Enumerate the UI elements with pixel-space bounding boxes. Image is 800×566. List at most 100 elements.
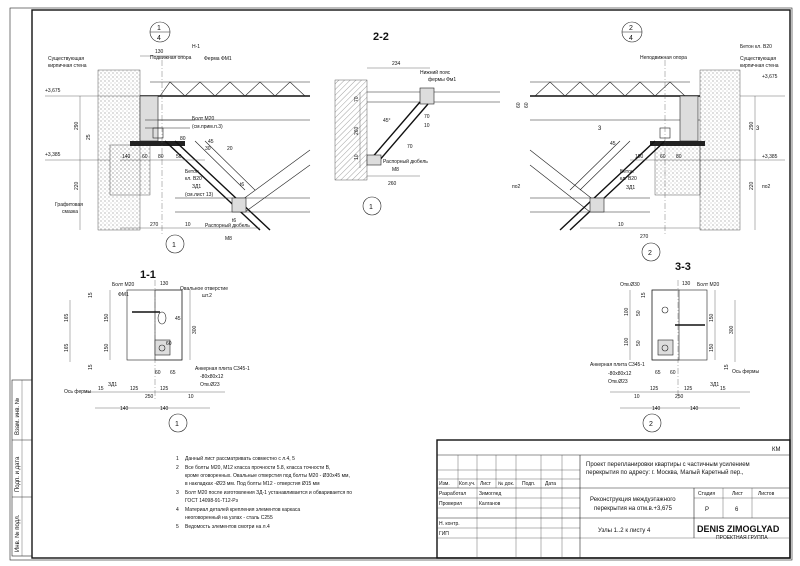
node1-label-zd-note: (см.лист 13)	[185, 192, 213, 198]
note-5-num: 5	[176, 524, 179, 530]
svg-text:125: 125	[684, 386, 693, 392]
tb-col-sheet: Лист	[732, 491, 744, 497]
node1-tag-bubble	[165, 234, 185, 254]
node2-elev-bottom: +3,385	[762, 154, 778, 160]
svg-text:260: 260	[354, 126, 360, 135]
svg-text:65: 65	[655, 370, 661, 376]
project-title-2: перекрытия по адресу: г. Москва, Малый К…	[586, 469, 744, 476]
node1-label-truss: Ферма ФМ1	[204, 56, 232, 62]
section22-label-dowel: Распорный дюбель	[383, 158, 428, 165]
svg-text:25: 25	[86, 134, 92, 140]
node1-label-dowel: Распорный дюбель	[205, 222, 250, 229]
svg-text:15: 15	[88, 292, 94, 298]
svg-text:10: 10	[618, 222, 624, 228]
svg-text:150: 150	[635, 154, 644, 160]
tb-role-5: ГИП	[439, 531, 449, 537]
node1-label-support: Подвижная опора	[150, 55, 192, 61]
tb-head-doc: № док.	[498, 481, 514, 487]
svg-text:10: 10	[185, 222, 191, 228]
svg-text:60: 60	[142, 154, 148, 160]
svg-text:80: 80	[158, 154, 164, 160]
view11-label-wt: шт.2	[202, 293, 212, 299]
view33-label-axis: Ось фермы	[732, 369, 759, 375]
svg-text:300: 300	[729, 325, 735, 334]
note-2-text: Все болты М20, М12 класса прочности 5.8,…	[185, 465, 330, 471]
view11-plate	[126, 289, 183, 361]
node2-elev-top: +3,675	[762, 74, 778, 80]
note-3b-text: ГОСТ 14098-91-Т12-Рз	[185, 498, 239, 504]
svg-text:45: 45	[175, 316, 181, 322]
svg-text:t6: t6	[240, 182, 244, 188]
svg-text:270: 270	[150, 222, 159, 228]
svg-text:80: 80	[180, 136, 186, 142]
note-3-num: 3	[176, 490, 179, 496]
node1-tag: 1	[172, 242, 176, 249]
svg-text:220: 220	[749, 181, 755, 190]
svg-text:20: 20	[227, 146, 233, 152]
node1-label-concrete: Бетон	[185, 169, 199, 175]
svg-text:15: 15	[641, 292, 647, 298]
svg-text:150: 150	[104, 343, 110, 352]
view11-tag-bubble	[168, 413, 188, 433]
svg-text:165: 165	[64, 313, 70, 322]
svg-text:270: 270	[640, 234, 649, 240]
svg-text:130: 130	[160, 281, 169, 287]
tb-head-kol: Кол.уч.	[459, 481, 475, 487]
svg-text:60: 60	[524, 102, 530, 108]
svg-text:15: 15	[724, 364, 730, 370]
svg-text:70: 70	[407, 144, 413, 150]
view33-dims: 130 15 100 50 150 100 50 150 300 15 65 6…	[624, 281, 735, 412]
view11-dims: 130 15 165 150 300 165 150 15 60 65 125 …	[64, 281, 198, 412]
svg-text:10: 10	[188, 394, 194, 400]
side-stamp: Взам. инв. № Подп. и дата Инв. № подл.	[11, 379, 33, 557]
node2-brick-wall	[699, 69, 741, 231]
project-title-1: Проект перепланировки квартиры с частичн…	[586, 462, 750, 468]
node-1-drawing: 1 4	[45, 21, 311, 254]
svg-text:10: 10	[354, 154, 360, 160]
svg-text:100: 100	[624, 307, 630, 316]
section22-label-chord-1: Нижний пояс	[420, 69, 451, 76]
svg-text:140: 140	[160, 406, 169, 412]
section22-tag: 1	[369, 204, 373, 211]
node2-bubble-top: 2	[629, 25, 633, 32]
view33-label-hole30: Отв.Ø30	[620, 282, 640, 288]
note-5-text: Ведомость элементов смотри на л.4	[185, 524, 270, 530]
view33-label-bolt: Болт М20	[697, 282, 719, 288]
node1-bubble-top: 1	[157, 25, 161, 32]
svg-text:140: 140	[690, 406, 699, 412]
svg-text:165: 165	[64, 343, 70, 352]
view11-label-oval: Овальное отверстие	[180, 286, 228, 292]
svg-text:70: 70	[354, 96, 360, 102]
tb-head-list: Лист	[480, 481, 492, 487]
svg-text:60: 60	[670, 370, 676, 376]
svg-text:15: 15	[98, 386, 104, 392]
node2-label-zd: ЗД1	[626, 185, 635, 191]
note-1-num: 1	[176, 456, 179, 462]
node1-label-wall-2: кирпичная стена	[48, 63, 87, 69]
section22-label-m8: М8	[392, 167, 399, 173]
svg-text:15: 15	[88, 364, 94, 370]
node2-tag: 2	[648, 250, 652, 257]
svg-text:150: 150	[709, 313, 715, 322]
company-sub: ПРОЕКТНАЯ ГРУППА	[716, 535, 768, 541]
node2-section-3a: 3	[598, 126, 602, 132]
node2-concrete	[654, 144, 701, 196]
note-1-text: Данный лист рассматривать совместно с л.…	[185, 455, 295, 462]
section22-title: 2-2	[373, 31, 389, 43]
svg-text:260: 260	[388, 181, 397, 187]
tb-head-sign: Подп.	[522, 481, 535, 487]
svg-text:60: 60	[155, 370, 161, 376]
subtitle-1: Реконструкция междуэтажного	[590, 497, 676, 503]
svg-text:130: 130	[682, 281, 691, 287]
node1-elev-top: +3,675	[45, 88, 61, 94]
node2-label-concrete2: Бетон	[620, 169, 634, 175]
view33-hole	[661, 306, 669, 314]
svg-text:130: 130	[155, 49, 164, 55]
svg-text:150: 150	[104, 313, 110, 322]
svg-text:60: 60	[516, 102, 522, 108]
sheet-code: КМ	[772, 447, 781, 453]
svg-text:140: 140	[122, 154, 131, 160]
svg-text:50: 50	[636, 310, 642, 316]
svg-text:290: 290	[749, 121, 755, 130]
section-2-2-drawing	[334, 67, 500, 216]
